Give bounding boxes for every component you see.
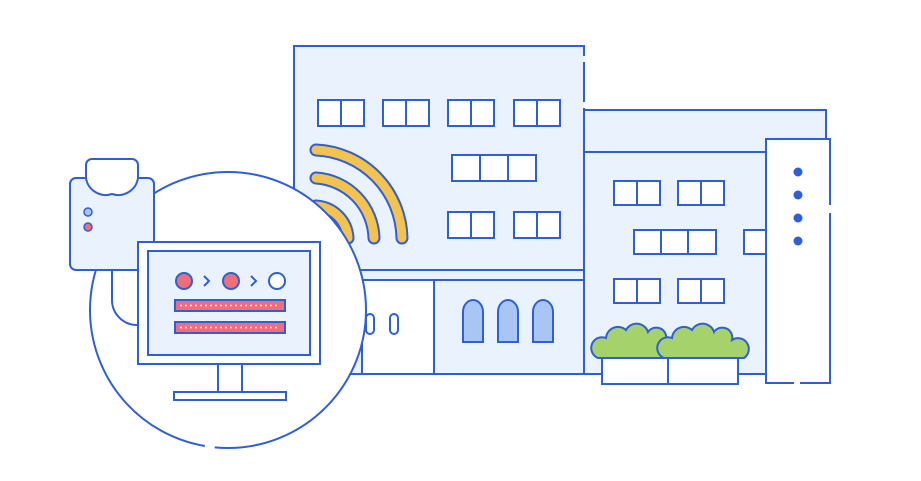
tower-dot [793, 167, 803, 177]
tower-dot [793, 190, 803, 200]
progress-bars [174, 299, 286, 334]
wifi-icon [309, 143, 409, 245]
step-complete [175, 272, 193, 290]
side-building-windows [613, 180, 767, 304]
side-building [583, 109, 831, 385]
progress-steps [175, 272, 286, 290]
arched-windows [462, 299, 554, 343]
tower-dot [793, 213, 803, 223]
main-building-windows [317, 99, 561, 239]
step-pending [268, 272, 286, 290]
shrub-icon [590, 322, 750, 385]
router-led [83, 222, 93, 232]
monitor-icon [137, 241, 321, 401]
chevron-right-icon [250, 275, 258, 287]
main-entrance [361, 279, 435, 375]
side-tower [765, 138, 831, 384]
chevron-right-icon [203, 275, 211, 287]
router-cable [111, 270, 150, 326]
tower-dot [793, 236, 803, 246]
router-led [83, 207, 93, 217]
step-complete [222, 272, 240, 290]
router-icon [69, 158, 155, 271]
